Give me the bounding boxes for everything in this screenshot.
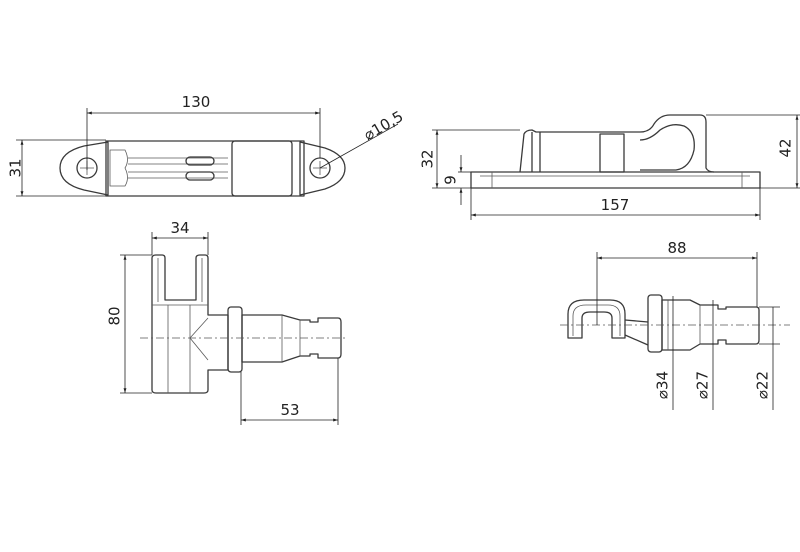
front-view: 34 80 53 bbox=[106, 219, 348, 425]
clamp-block bbox=[599, 133, 625, 173]
top-view: 130 31 ⌀10,5 bbox=[7, 93, 407, 197]
dim-53: 53 bbox=[280, 401, 299, 419]
dim-32: 32 bbox=[419, 149, 437, 168]
dim-34: 34 bbox=[170, 219, 189, 237]
right-ear bbox=[299, 141, 346, 196]
clamp-block bbox=[231, 140, 293, 197]
side-view: 32 9 42 157 bbox=[419, 114, 800, 220]
dim-31: 31 bbox=[7, 158, 25, 177]
dim-9: 9 bbox=[442, 175, 460, 185]
dim-diameter-22: ⌀22 bbox=[754, 371, 772, 399]
flange bbox=[227, 306, 243, 373]
dim-diameter-34: ⌀34 bbox=[654, 371, 672, 399]
dim-diameter-27: ⌀27 bbox=[694, 371, 712, 399]
dim-80: 80 bbox=[106, 306, 124, 325]
left-ear bbox=[59, 141, 109, 196]
dim-42: 42 bbox=[777, 138, 795, 157]
dim-130: 130 bbox=[182, 93, 211, 111]
dim-hole-diameter: ⌀10,5 bbox=[361, 107, 407, 144]
body-outline bbox=[105, 140, 305, 197]
base-plate bbox=[470, 171, 761, 189]
dim-157: 157 bbox=[601, 196, 630, 214]
plug-view: 88 ⌀34 ⌀27 ⌀22 bbox=[560, 239, 790, 410]
flange bbox=[647, 294, 663, 353]
dim-88: 88 bbox=[667, 239, 686, 257]
